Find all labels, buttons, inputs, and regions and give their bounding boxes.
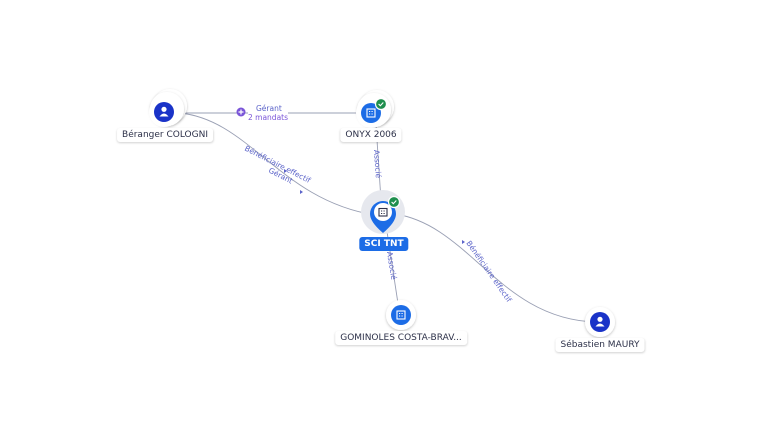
building-icon (361, 103, 381, 123)
node-label-sebastien[interactable]: Sébastien MAURY (555, 338, 645, 352)
node-label-beranger[interactable]: Béranger COLOGNI (117, 128, 213, 142)
mandate-label: Gérant 2 mandats (248, 104, 289, 122)
edge-label-sci-sebastien: Bénéficiaire effectif (464, 239, 513, 304)
building-icon (378, 207, 388, 217)
node-sci-tnt[interactable] (361, 190, 405, 234)
node-label-onyx[interactable]: ONYX 2006 (340, 128, 402, 142)
arrow-icon (462, 240, 465, 244)
person-icon (590, 312, 610, 332)
node-label-gominoles[interactable]: GOMINOLES COSTA-BRAV... (335, 331, 467, 345)
node-gominoles[interactable] (386, 300, 416, 330)
mandates-badge[interactable] (236, 107, 246, 117)
node-onyx-2006[interactable] (356, 90, 394, 128)
node-sebastien-maury[interactable] (585, 307, 615, 337)
edge-beranger-sci (179, 112, 376, 216)
edge-label-sci-gominoles: Associé (385, 251, 398, 281)
building-icon (391, 305, 411, 325)
edge-label-beranger-onyx: Gérant (256, 104, 282, 113)
arrow-icon (300, 190, 303, 194)
person-icon (154, 102, 174, 122)
verified-badge-icon (374, 97, 388, 111)
mandates-count[interactable]: 2 mandats (248, 113, 289, 122)
node-beranger-cologni[interactable] (149, 89, 187, 127)
node-label-sci-tnt[interactable]: SCI TNT (359, 237, 409, 251)
edge-label-onyx-sci: Associé (372, 150, 383, 179)
arrow-icon (284, 169, 287, 173)
edge-sci-sebastien (394, 213, 598, 323)
verified-badge-icon (387, 195, 401, 209)
